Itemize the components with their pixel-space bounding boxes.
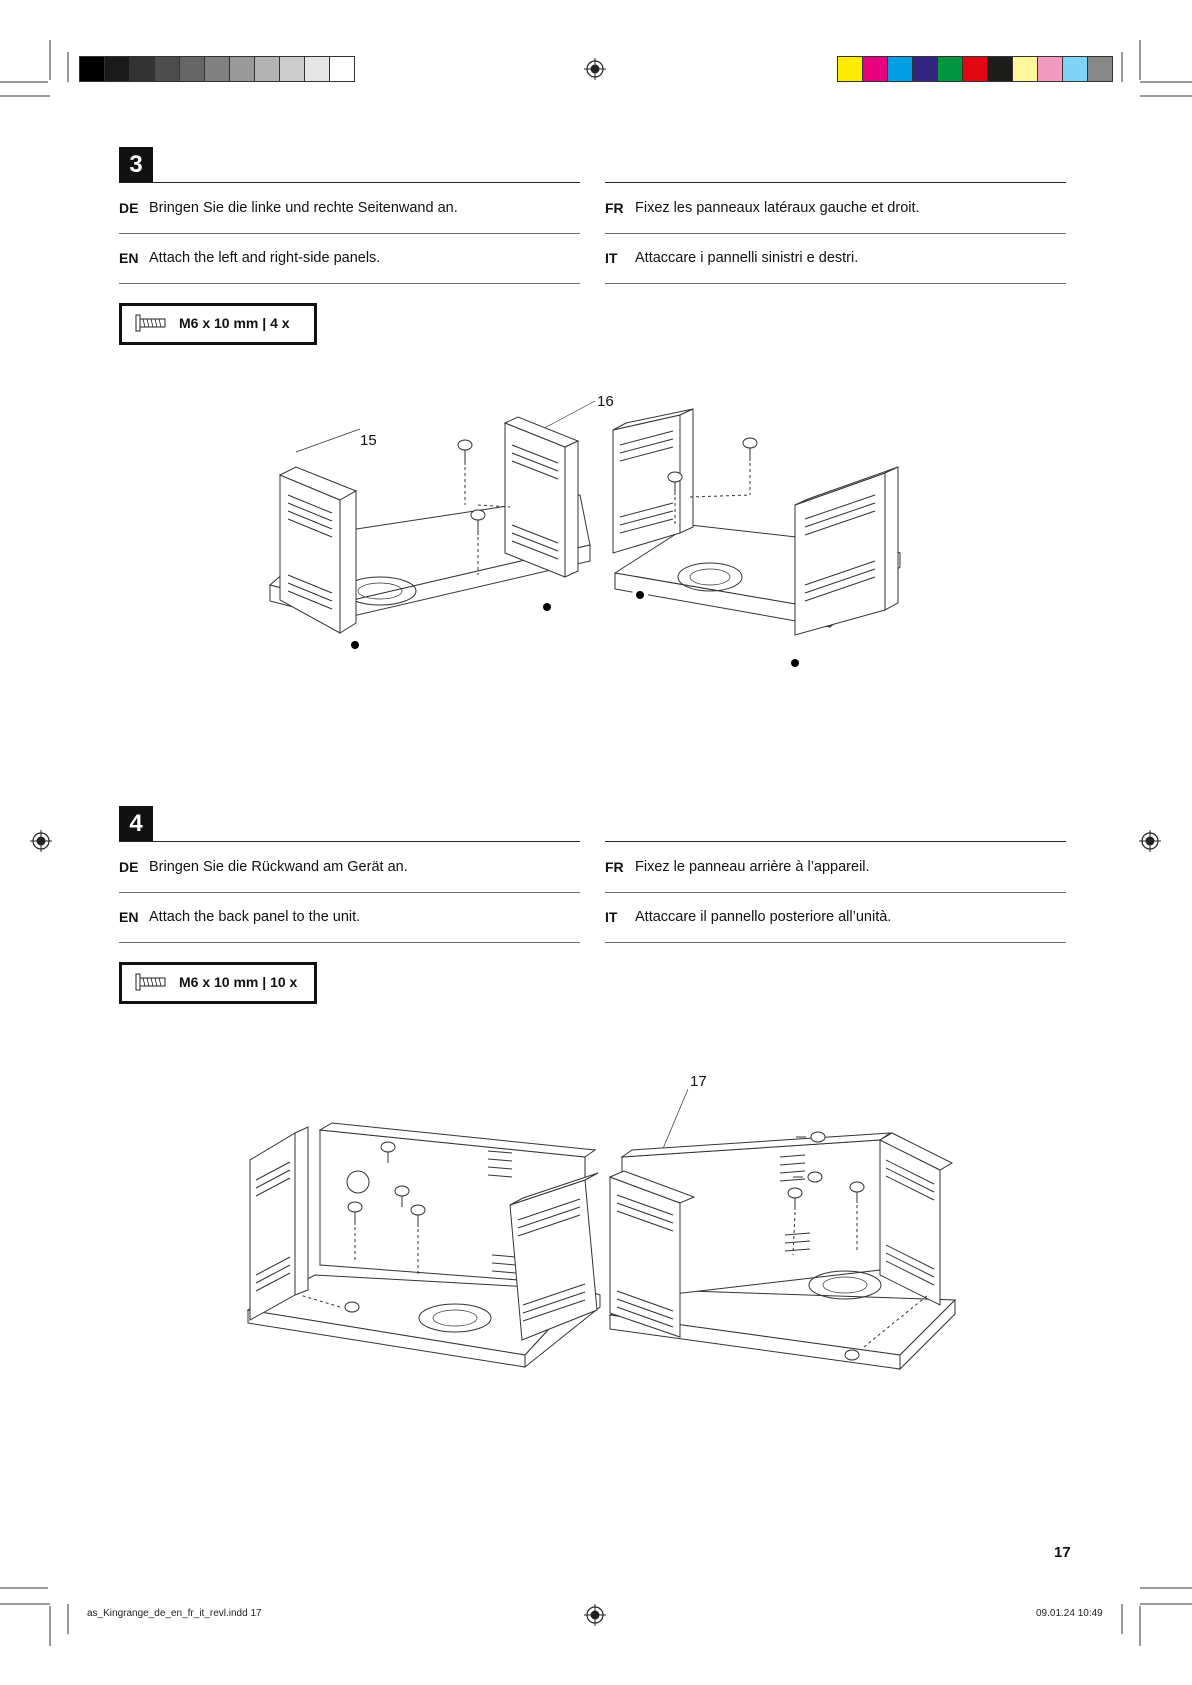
screw-spec-label: M6 x 10 mm | 4 x (179, 315, 290, 331)
step-number: 4 (119, 806, 153, 842)
registration-mark-icon (584, 1604, 606, 1626)
instruction-de: Bringen Sie die linke und rechte Seitenw… (149, 200, 458, 216)
header-rule (119, 182, 580, 183)
footer-filename: as_Kingrange_de_en_fr_it_revl.indd 17 (87, 1608, 262, 1619)
calibration-swatch (179, 56, 205, 82)
row-rule (605, 283, 1066, 284)
lang-code-en: EN (119, 250, 139, 266)
assembly-illustration-step3 (268, 400, 901, 671)
lang-code-it: IT (605, 250, 618, 266)
lang-code-de: DE (119, 200, 139, 216)
header-rule (605, 182, 1066, 183)
calibration-swatch (129, 56, 155, 82)
registration-mark-icon (584, 58, 606, 80)
registration-mark-icon (30, 830, 52, 852)
calibration-swatch (1012, 56, 1038, 82)
calibration-swatch (254, 56, 280, 82)
calibration-swatch (279, 56, 305, 82)
calibration-swatch (1062, 56, 1088, 82)
lang-code-de: DE (119, 859, 139, 875)
lang-code-fr: FR (605, 200, 624, 216)
screw-icon (135, 973, 166, 991)
assembly-illustration-step4 (246, 1088, 957, 1371)
calibration-swatch (1087, 56, 1113, 82)
instruction-en: Attach the left and right-side panels. (149, 250, 381, 266)
row-rule (119, 942, 580, 943)
instruction-it: Attaccare i pannelli sinistri e destri. (635, 250, 859, 266)
calibration-swatch (104, 56, 130, 82)
row-rule (119, 892, 580, 893)
footer-datetime: 09.01.24 10:49 (1036, 1608, 1103, 1619)
lang-code-fr: FR (605, 859, 624, 875)
row-rule (605, 233, 1066, 234)
row-rule (605, 942, 1066, 943)
instruction-it: Attaccare il pannello posteriore all’uni… (635, 909, 892, 925)
page-number: 17 (1054, 1544, 1071, 1561)
part-callout-17: 17 (690, 1073, 707, 1090)
lang-code-it: IT (605, 909, 618, 925)
header-rule (119, 841, 580, 842)
row-rule (119, 283, 580, 284)
lang-code-en: EN (119, 909, 139, 925)
part-callout-15: 15 (360, 432, 377, 449)
calibration-swatch (837, 56, 863, 82)
calibration-swatch (304, 56, 330, 82)
instruction-fr: Fixez le panneau arrière à l’appareil. (635, 859, 870, 875)
row-rule (605, 892, 1066, 893)
screw-spec-label: M6 x 10 mm | 10 x (179, 974, 298, 990)
step-number: 3 (119, 147, 153, 183)
calibration-swatch (79, 56, 105, 82)
calibration-swatch (937, 56, 963, 82)
registration-mark-icon (1139, 830, 1161, 852)
calibration-swatch (1037, 56, 1063, 82)
calibration-swatch (962, 56, 988, 82)
part-callout-16: 16 (597, 393, 614, 410)
row-rule (119, 233, 580, 234)
calibration-swatch (329, 56, 355, 82)
header-rule (605, 841, 1066, 842)
screw-icon (135, 314, 166, 332)
instruction-en: Attach the back panel to the unit. (149, 909, 361, 925)
screw-spec-box: M6 x 10 mm | 10 x (119, 962, 317, 1004)
screw-spec-box: M6 x 10 mm | 4 x (119, 303, 317, 345)
instruction-fr: Fixez les panneaux latéraux gauche et dr… (635, 200, 920, 216)
instruction-de: Bringen Sie die Rückwand am Gerät an. (149, 859, 408, 875)
